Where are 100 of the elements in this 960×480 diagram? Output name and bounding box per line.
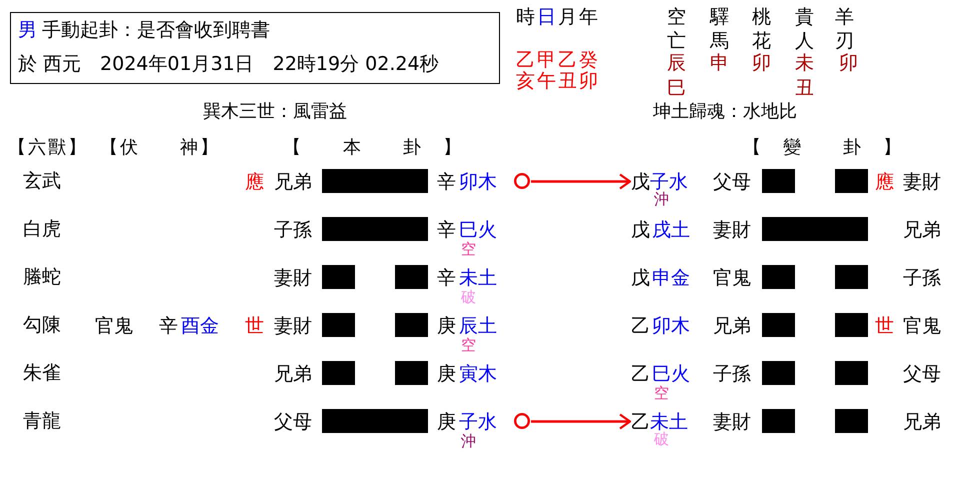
break-marker: 破 [654,432,669,446]
stem-text: 辛 [437,268,456,288]
shensha-header: 驛馬 [710,5,730,53]
shensha-value: 巳 [667,78,686,98]
clash-marker: 沖 [461,434,476,448]
relative-name: 妻財 [903,172,941,192]
six-spirit-name: 朱雀 [23,364,61,382]
shensha-value: 申 [710,54,729,72]
arrow [531,413,632,430]
shi-marker: 世 [245,316,264,336]
stem-text: 庚 [437,364,456,384]
relative-name: 父母 [274,412,312,432]
relative-name: 兄弟 [903,220,941,240]
void-marker: 空 [461,338,476,352]
shi-marker: 世 [875,316,894,336]
shensha-value: 丑 [795,78,814,98]
pillar-header: 時 [516,8,535,26]
pillar-stem: 乙 [558,50,577,70]
shensha-value: 辰 [667,54,686,72]
shensha-value: 卯 [752,54,771,72]
branch-element: 子水 [459,412,497,432]
column-header: 【 本 卦 】 [283,139,463,157]
pillar-branch: 亥 [516,72,535,90]
shensha-value: 未 [795,54,814,72]
six-spirit-name: 勾陳 [23,316,61,334]
relative-name: 妻財 [274,316,312,336]
break-marker: 破 [461,290,476,304]
six-spirit-name: 白虎 [23,220,61,238]
relative-name: 妻財 [713,220,751,240]
relative-name: 子孫 [274,220,312,240]
relative-name: 父母 [713,172,751,192]
pillar-header: 日 [537,8,556,26]
stem-text: 庚 [437,316,456,336]
stem-text: 戊 [631,220,650,240]
relative-name: 兄弟 [903,412,941,432]
ring-icon [514,413,530,429]
branch-element: 申金 [652,268,690,288]
pillar-branch: 卯 [579,72,598,90]
void-marker: 空 [654,386,669,400]
branch-element: 卯木 [652,316,690,336]
branch-element: 未土 [459,268,497,288]
shensha-header: 貴人 [795,5,815,53]
relative-name: 子孫 [903,268,941,288]
pillar-stem: 甲 [537,50,556,70]
relative-name: 兄弟 [274,364,312,384]
pillar-branch: 午 [537,72,556,90]
relative-name: 官鬼 [903,316,941,336]
stem-text: 乙 [631,364,650,384]
six-spirit-name: 青龍 [23,412,61,430]
clash-marker: 沖 [654,192,669,206]
gender-text: 男 [18,21,37,40]
relative-name: 妻財 [274,268,312,288]
info-box [10,12,500,84]
arrow [531,173,632,190]
relative-name: 官鬼 [95,316,133,336]
six-spirit-name: 玄武 [23,172,61,190]
pillar-branch: 丑 [558,72,577,90]
branch-element: 巳火 [459,220,497,240]
relative-name: 妻財 [713,412,751,432]
branch-element: 辰土 [459,316,497,336]
relative-name: 兄弟 [713,316,751,336]
stem-text: 辛 [437,172,456,192]
hexagram-name: 巽木三世：風雷益 [203,103,347,121]
branch-element: 卯木 [459,172,497,192]
relative-name: 官鬼 [713,268,751,288]
void-marker: 空 [461,242,476,256]
stem-text: 乙 [631,410,650,432]
column-header: 【六獸】 [8,139,88,157]
column-header: 【伏 神】 [100,139,220,157]
shensha-value: 卯 [839,54,858,72]
shensha-header: 桃花 [752,5,772,53]
branch-element: 酉金 [181,316,219,336]
stem-text: 庚 [437,412,456,432]
branch-element: 未土 [650,410,688,432]
six-spirit-name: 螣蛇 [23,268,61,286]
stem-text: 戊 [631,170,650,192]
relative-name: 父母 [903,364,941,384]
branch-element: 巳火 [652,364,690,384]
branch-element: 寅木 [459,364,497,384]
column-header: 【 變 卦 】 [743,139,903,157]
stem-text: 戊 [631,268,650,288]
pillar-header: 月 [558,8,577,26]
branch-element: 戌土 [652,220,690,240]
stem-text: 辛 [437,220,456,240]
branch-element: 子水 [650,170,688,192]
pillar-stem: 癸 [579,50,598,70]
shensha-header: 羊刃 [835,5,855,53]
question-text: 手動起卦：是否會收到聘書 [42,21,270,40]
hexagram-name: 坤土歸魂：水地比 [653,103,797,121]
relative-name: 子孫 [713,364,751,384]
pillar-header: 年 [579,8,598,26]
stem-text: 乙 [631,316,650,336]
pillar-stem: 乙 [516,50,535,70]
relative-name: 兄弟 [274,172,312,192]
stem-text: 辛 [159,316,178,336]
shensha-header: 空亡 [667,5,687,53]
ring-icon [514,173,530,189]
ying-marker: 應 [875,172,894,192]
date-time-text: 於 西元 2024年01月31日 22時19分 02.24秒 [18,55,439,74]
ying-marker: 應 [245,172,264,192]
